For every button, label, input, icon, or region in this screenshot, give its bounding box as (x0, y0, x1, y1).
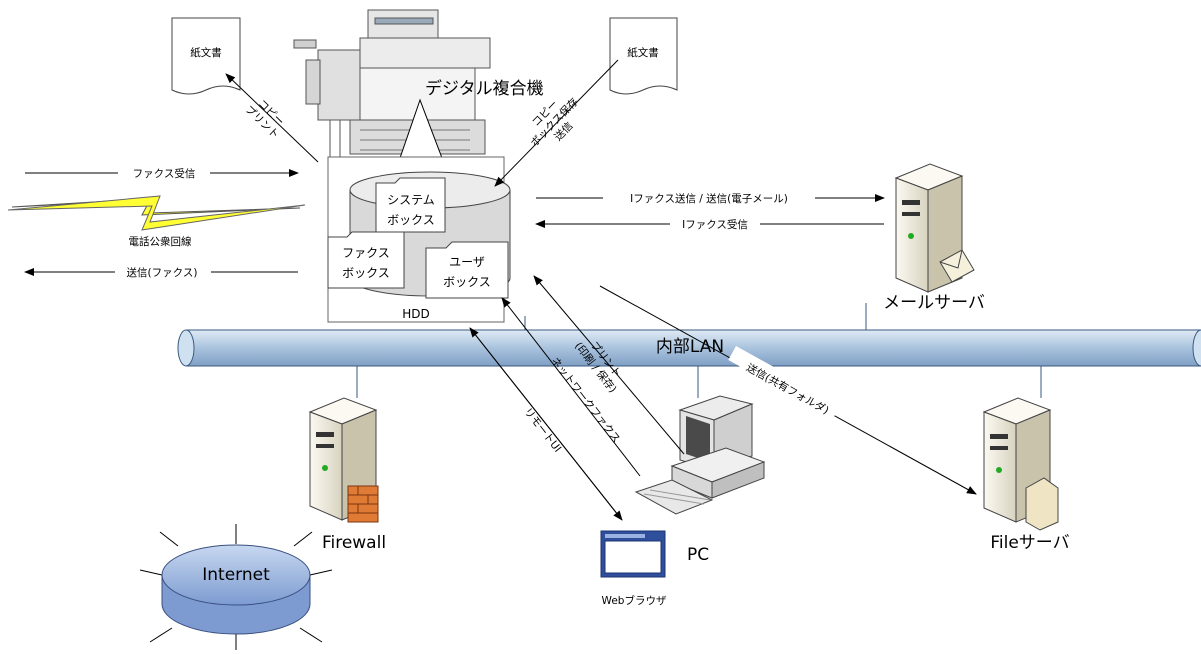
system-box-line1: システム (387, 193, 435, 207)
paper-doc-left-label: 紙文書 (190, 46, 222, 59)
firewall-label: Firewall (322, 533, 386, 553)
fax-box-line2: ボックス (342, 266, 390, 280)
lightning-bolt-icon (7, 195, 306, 231)
ifax-receive-label: Iファクス受信 (682, 219, 748, 231)
copy-print-arrow (225, 73, 319, 163)
device-title: デジタル複合機 (425, 78, 544, 99)
public-line-label: 電話公衆回線 (129, 235, 192, 248)
paper-doc-right-label: 紙文書 (627, 46, 659, 59)
firewall-icon (308, 397, 379, 523)
system-box: システム ボックス (375, 177, 446, 233)
web-browser-label: Webブラウザ (602, 594, 667, 607)
web-browser-icon (600, 530, 666, 578)
print-arrow (533, 275, 685, 455)
mail-server-icon (894, 163, 975, 293)
file-server-icon (982, 397, 1059, 531)
remote-ui-arrow-back (469, 327, 623, 521)
network-fax-arrow (501, 297, 641, 477)
paper-doc-left: 紙文書 (171, 17, 241, 95)
user-box: ユーザ ボックス (425, 241, 509, 299)
lan-label: 内部LAN (656, 337, 724, 357)
hdd-label: HDD (402, 307, 430, 321)
user-box-line1: ユーザ (449, 255, 485, 269)
ifax-receive-label-bg (670, 216, 760, 232)
lan-bus: 内部LAN (177, 329, 1201, 367)
ifax-send-label-bg (603, 190, 815, 206)
internet-label: Internet (202, 565, 270, 585)
system-box-line2: ボックス (387, 213, 435, 227)
pc-label: PC (687, 545, 709, 565)
send-shared-label: 送信(共有フォルダ) (744, 361, 831, 417)
paper-doc-right: 紙文書 (609, 17, 678, 95)
ifax-send-label: Iファクス送信 / 送信(電子メール) (630, 192, 788, 205)
mail-server-label: メールサーバ (883, 293, 985, 313)
fax-box: ファクス ボックス (327, 231, 405, 289)
fax-box-line1: ファクス (342, 246, 390, 260)
user-box-line2: ボックス (443, 275, 491, 289)
internet-icon (139, 524, 333, 650)
fax-receive-label: ファクス受信 (133, 168, 196, 180)
fax-receive-label-bg (118, 164, 210, 180)
remote-ui-label: リモートUI (521, 406, 563, 455)
fax-send-label-bg (115, 263, 211, 279)
fax-send-label: 送信(ファクス) (127, 266, 198, 279)
copier-icon (293, 9, 491, 160)
send-shared-label-bg (728, 346, 841, 419)
pc-icon (634, 395, 766, 515)
paper-to-box-arrow (494, 59, 619, 187)
file-server-label: Fileサーバ (990, 533, 1069, 553)
copy-print-label: コピー プリント (243, 98, 287, 142)
